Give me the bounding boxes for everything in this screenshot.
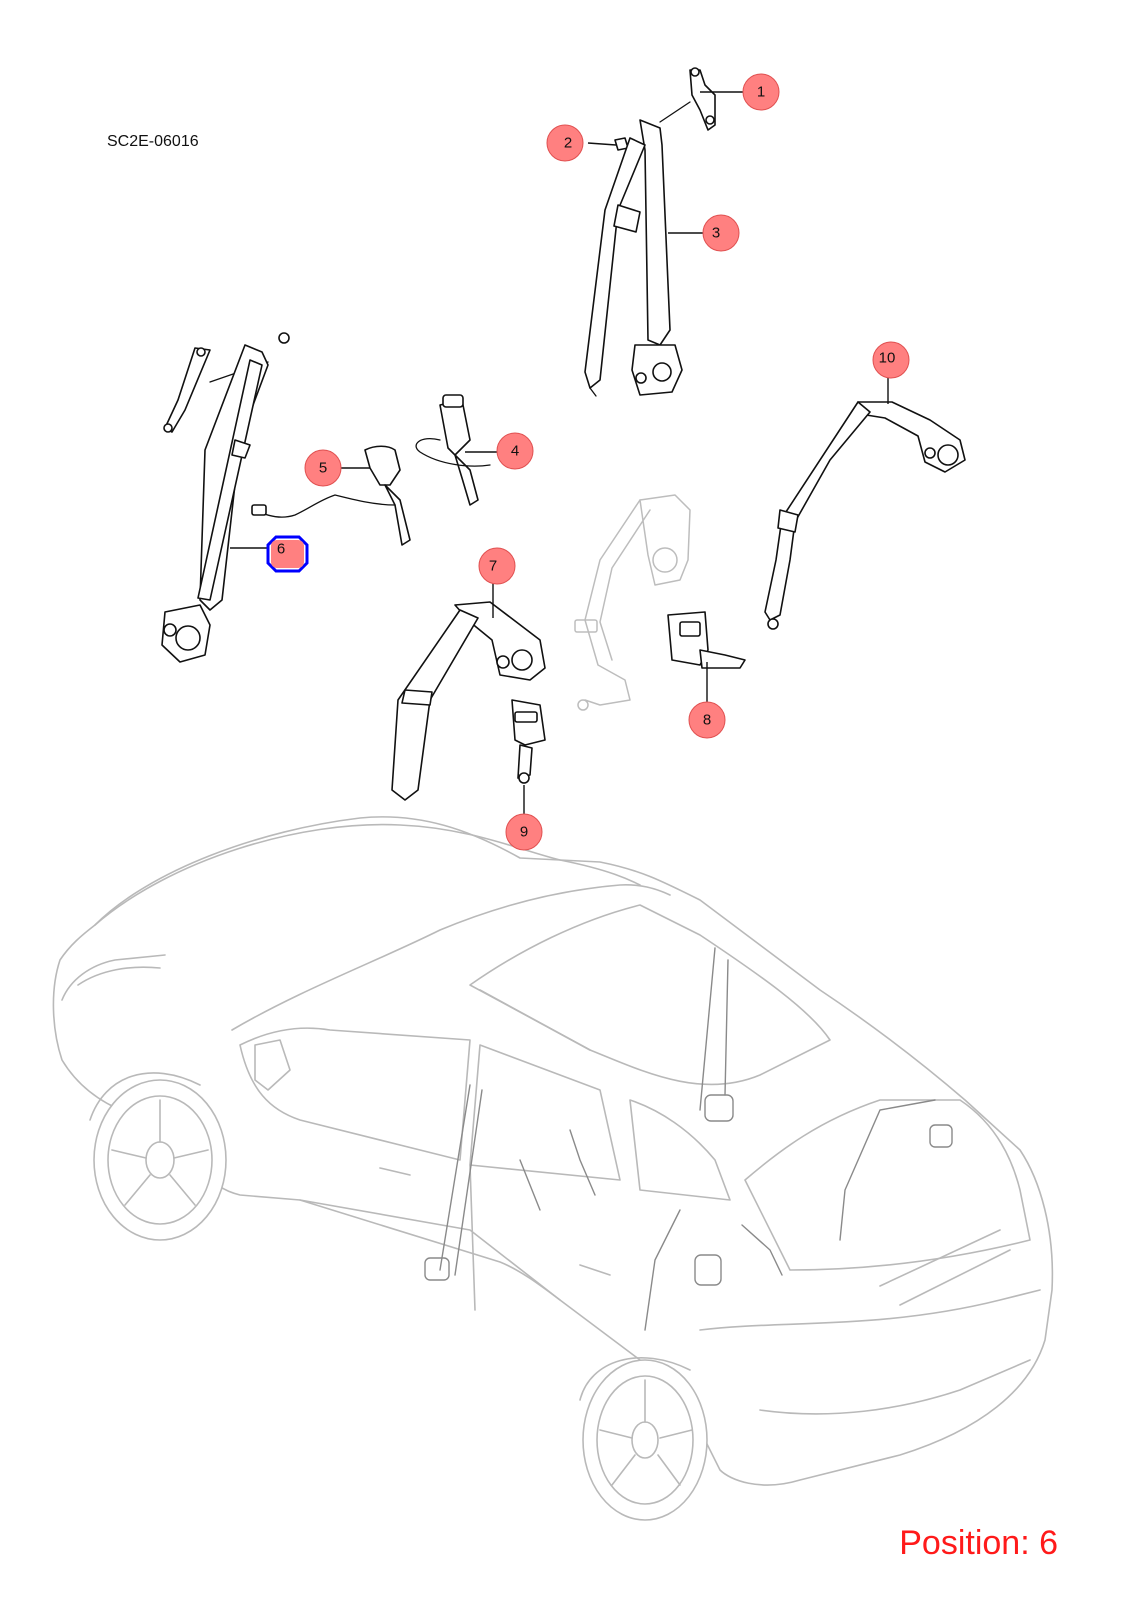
front-wheel: [89, 1072, 227, 1241]
callout-3[interactable]: 3: [702, 214, 740, 252]
part-9-center-buckle: [511, 699, 546, 784]
rear-wheel: [579, 1357, 708, 1521]
vehicle-outline: [52, 816, 1054, 1521]
part-4-buckle: [415, 394, 491, 506]
part-10-rear-right-belt: [764, 401, 966, 630]
callout-10[interactable]: 10: [872, 341, 910, 379]
position-label: Position: 6: [899, 1524, 1058, 1562]
callout-6-label: 6: [277, 541, 285, 558]
callout-1-label: 1: [757, 84, 765, 101]
callout-7-label: 7: [489, 558, 497, 575]
callout-8[interactable]: 8: [688, 701, 726, 739]
callout-7[interactable]: 7: [478, 547, 516, 585]
callout-10-label: 10: [879, 350, 896, 367]
callout-9[interactable]: 9: [505, 813, 543, 851]
part-1-height-adjuster: [659, 67, 716, 131]
callout-5-label: 5: [319, 460, 327, 477]
part-5-buckle: [251, 445, 411, 546]
callout-9-label: 9: [520, 824, 528, 841]
ghost-belt: [574, 494, 691, 711]
callout-8-label: 8: [703, 712, 711, 729]
part-7-rear-belt-assembly: [391, 601, 546, 801]
callout-4[interactable]: 4: [496, 432, 534, 470]
part-3-front-belt-assembly: [584, 119, 683, 397]
callout-1[interactable]: 1: [742, 73, 780, 111]
callout-2-label: 2: [564, 135, 572, 152]
callout-4-label: 4: [511, 443, 519, 460]
callout-6-highlighted[interactable]: 6: [266, 535, 309, 573]
callout-5[interactable]: 5: [304, 449, 342, 487]
diagram-code: SC2E-06016: [107, 133, 199, 150]
part-8-retractor: [667, 611, 746, 669]
callout-3-label: 3: [712, 225, 720, 242]
part-6-driver-belt-assembly: [161, 332, 290, 663]
callout-2[interactable]: 2: [546, 124, 584, 162]
